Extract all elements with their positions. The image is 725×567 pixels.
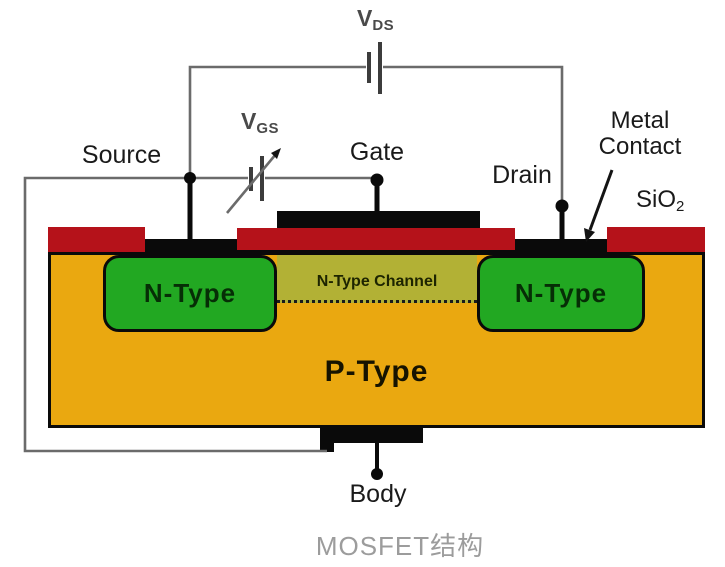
drain-metal-contact — [515, 239, 607, 254]
body-label: Body — [349, 480, 407, 508]
vds-label: VDS — [357, 5, 394, 34]
gate-node-dot — [370, 173, 384, 187]
vgs-label-main: V — [241, 108, 257, 134]
n-type-channel-region: N-Type Channel — [277, 255, 477, 303]
body-metal-contact — [320, 426, 423, 443]
figure-caption: MOSFET结构 — [315, 531, 485, 561]
n-type-channel-label: N-Type Channel — [316, 273, 438, 290]
sio2-layer-left — [48, 227, 145, 252]
vgs-label: VGS — [241, 108, 279, 137]
drain-node-dot — [555, 199, 569, 213]
vgs-label-sub: GS — [256, 120, 280, 137]
source-label: Source — [81, 141, 162, 169]
metal-contact-label: Metal Contact — [578, 108, 702, 160]
body-contact-stub — [320, 426, 334, 452]
metal-contact-label-line1: Metal — [610, 107, 670, 134]
source-node-dot — [184, 172, 196, 184]
vgs-variable-arrow-head — [271, 148, 281, 159]
body-node-dot — [371, 468, 383, 480]
metal-contact-arrow-line — [588, 169, 614, 231]
sio2-layer-right — [607, 227, 705, 252]
drain-label: Drain — [492, 161, 552, 189]
n-type-drain-region: N-Type — [477, 255, 645, 332]
n-type-right-label: N-Type — [514, 278, 608, 308]
p-type-label: P-Type — [324, 355, 429, 388]
vds-label-sub: DS — [372, 17, 395, 34]
source-metal-contact — [145, 239, 237, 254]
n-type-left-label: N-Type — [143, 278, 237, 308]
gate-electrode — [277, 211, 480, 228]
sio2-label-main: SiO — [636, 186, 677, 213]
sio2-label-sub: 2 — [676, 198, 685, 215]
vds-label-main: V — [357, 5, 373, 31]
gate-label: Gate — [349, 138, 405, 166]
n-type-source-region: N-Type — [103, 255, 277, 332]
gate-oxide-layer — [237, 228, 515, 252]
metal-contact-label-line2: Contact — [598, 133, 682, 160]
sio2-label: SiO2 — [636, 186, 716, 215]
vgs-variable-arrow-line — [225, 153, 278, 214]
